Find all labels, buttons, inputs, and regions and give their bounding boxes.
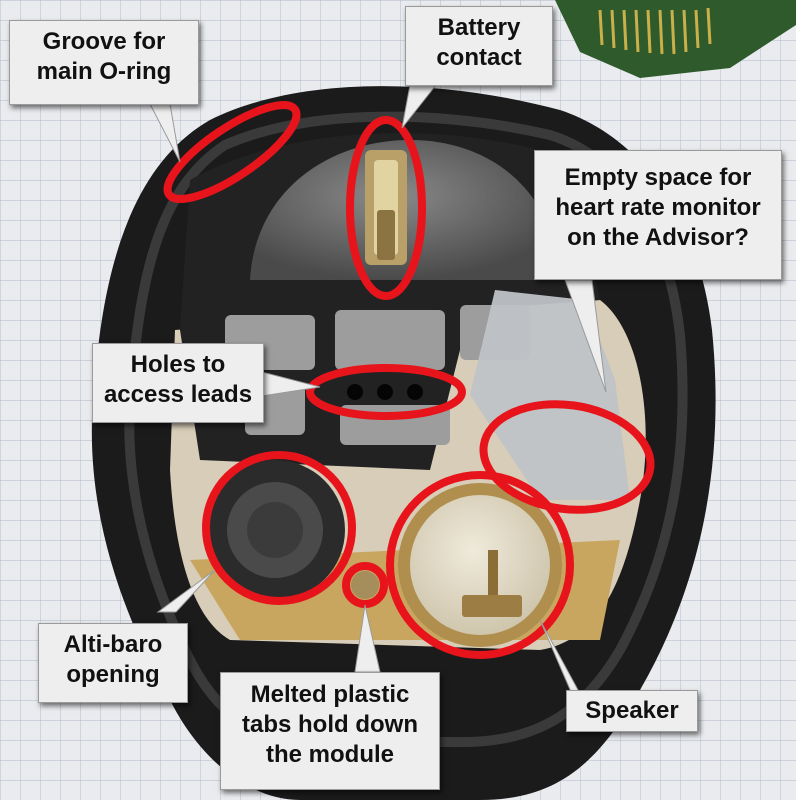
highlight-rings (163, 101, 655, 659)
callout-battery: Battery contact (405, 6, 553, 86)
battery-contact-clip (365, 150, 407, 265)
callout-holes-line1: Holes to (130, 351, 226, 378)
callout-speaker: Speaker (566, 690, 698, 732)
callout-holes: Holes to access leads (92, 343, 264, 423)
melted-tab-highlight (342, 562, 388, 608)
speaker-disc (398, 483, 562, 647)
holes-highlight (306, 364, 466, 420)
callout-empty-space-line1: Empty space for (564, 164, 752, 191)
pcb-fragment (555, 0, 796, 78)
callout-groove: Groove for main O-ring (9, 20, 199, 105)
callout-speaker-line1: Speaker (585, 697, 679, 724)
callout-altibaro-line1: Alti-baro (63, 631, 163, 658)
altibaro-highlight (202, 451, 356, 605)
callout-battery-line1: Battery (437, 14, 521, 41)
callout-melted-line1: Melted plastic (250, 681, 410, 708)
callout-holes-line2: access leads (103, 381, 253, 408)
battery-contact-highlight (346, 116, 426, 300)
melted-tab (351, 571, 379, 599)
callout-pointers (149, 84, 607, 709)
speaker-highlight (386, 471, 574, 659)
groove-highlight (163, 101, 301, 203)
callout-melted: Melted plastic tabs hold down the module (220, 672, 440, 790)
empty-space-highlight (479, 400, 655, 514)
callout-melted-line2: tabs hold down (242, 711, 418, 738)
altibaro-port (205, 460, 345, 600)
callout-groove-line2: main O-ring (36, 58, 172, 85)
callout-empty-space-line2: heart rate monitor (555, 194, 761, 221)
callout-altibaro: Alti-baro opening (38, 623, 188, 703)
callout-battery-line2: contact (436, 44, 522, 71)
callout-melted-line3: the module (265, 741, 394, 768)
lead-holes (347, 384, 423, 400)
callout-groove-line1: Groove for (42, 28, 166, 55)
callout-empty-space-line3: on the Advisor? (567, 224, 749, 251)
callout-empty-space: Empty space for heart rate monitor on th… (534, 150, 782, 280)
callout-altibaro-line2: opening (66, 661, 160, 688)
